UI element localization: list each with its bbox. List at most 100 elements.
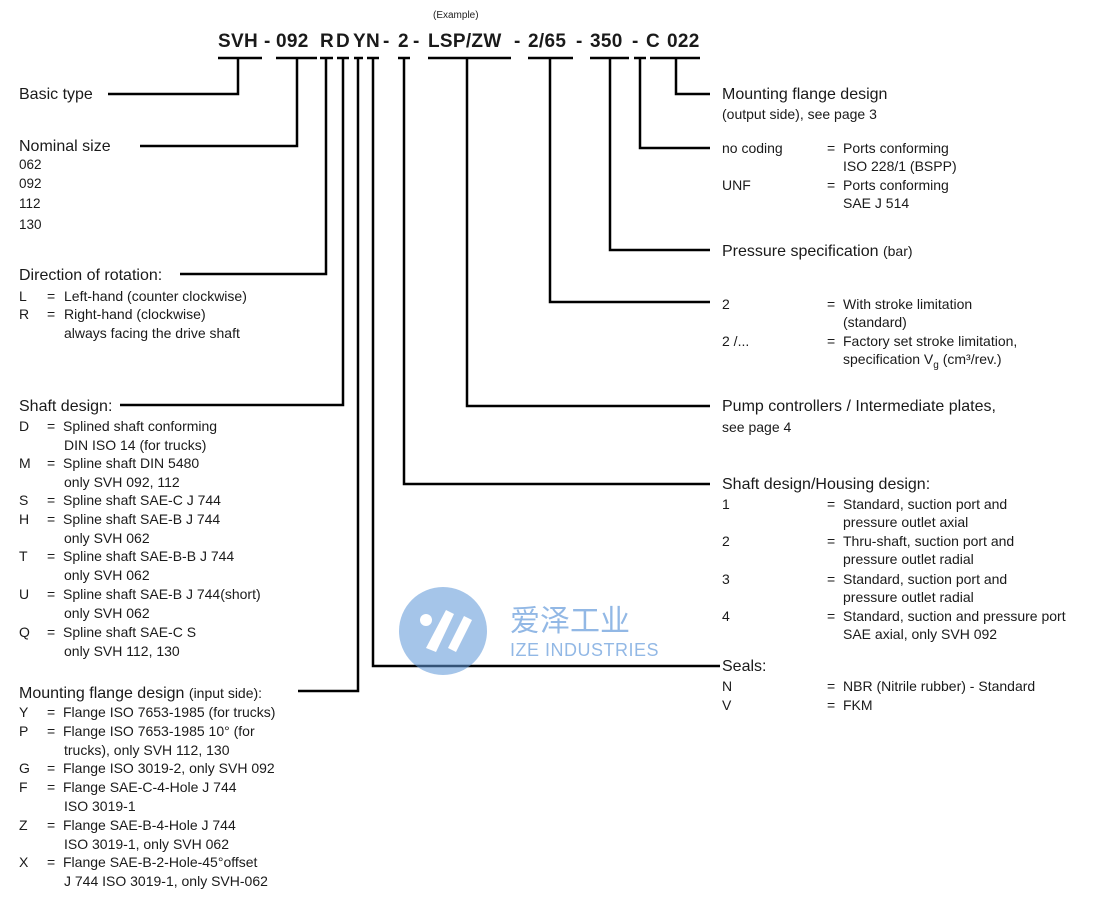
item-desc: Flange SAE-C-4-Hole J 744 (63, 779, 237, 795)
item-code: 1 (722, 496, 730, 512)
item-eq: = (827, 177, 836, 193)
item-desc: Spline shaft SAE-C J 744 (63, 492, 221, 508)
code-seal: N (366, 31, 381, 52)
item-eq: = (47, 492, 56, 508)
flange-out-title: Mounting flange design (722, 86, 888, 103)
connector-shaft (120, 58, 345, 407)
watermark-logo-icon (399, 587, 487, 675)
code-svh: SVH (218, 31, 258, 52)
item-desc2: ISO 3019-1 (64, 798, 136, 814)
item-eq: = (47, 854, 56, 870)
item-desc2: ISO 228/1 (BSPP) (843, 158, 957, 174)
item-code: T (19, 548, 28, 564)
item-desc: Flange ISO 7653-1985 (for trucks) (63, 704, 276, 720)
item-code: R (19, 306, 30, 322)
item-eq: = (827, 496, 836, 512)
item-desc: Factory set stroke limitation, (843, 333, 1018, 349)
flange-out-line2: (output side), see page 3 (722, 106, 877, 122)
item-code: 4 (722, 608, 730, 624)
item-code: G (19, 760, 30, 776)
item-desc2: only SVH 062 (64, 605, 150, 621)
item-code: 3 (722, 571, 730, 587)
connector-stroke (548, 58, 710, 304)
spec-subscript: g (933, 359, 939, 371)
item-desc: Spline shaft SAE-B J 744 (63, 511, 221, 527)
code-controller: LSP/ZW (428, 31, 502, 52)
code-rotation: R (320, 31, 335, 52)
nominal-size-value: 062 (19, 157, 42, 172)
item-code: no coding (722, 140, 783, 156)
code-size: 092 (276, 31, 309, 52)
connector-pressure (608, 58, 710, 252)
watermark: 爱泽工业 IZE INDUSTRIES (398, 587, 678, 675)
connector-coding (638, 58, 710, 150)
seals-title: Seals: (722, 658, 767, 675)
connector-controllers (465, 58, 710, 408)
item-desc: Splined shaft conforming (63, 418, 218, 434)
item-code: M (19, 455, 31, 471)
connector-housing (402, 58, 710, 486)
item-code: 2 (722, 296, 730, 312)
item-desc: Left-hand (counter clockwise) (64, 288, 247, 304)
item-desc: FKM (843, 697, 873, 713)
item-code: N (722, 678, 733, 694)
item-code: Q (19, 624, 30, 640)
item-eq: = (47, 455, 56, 471)
item-code: X (19, 854, 29, 870)
nominal-size-value: 112 (19, 196, 41, 211)
item-code: F (19, 779, 28, 795)
item-code: Y (19, 704, 29, 720)
item-eq: = (827, 296, 836, 312)
item-desc2: pressure outlet axial (843, 514, 969, 530)
connector-seals (371, 58, 720, 668)
item-desc2: pressure outlet radial (843, 551, 974, 567)
item-eq: = (827, 608, 836, 624)
item-eq: = (47, 511, 56, 527)
item-desc2: J 744 ISO 3019-1, only SVH-062 (64, 873, 268, 889)
item-code: 2 (722, 533, 730, 549)
pressure-title-main: Pressure specification (722, 243, 879, 260)
shaft-title: Shaft design: (19, 398, 113, 415)
item-code: D (19, 418, 30, 434)
item-eq: = (827, 140, 836, 156)
item-desc: Right-hand (clockwise) (64, 306, 206, 322)
item-desc2: (standard) (843, 314, 907, 330)
item-code: S (19, 492, 29, 508)
item-code: 2 /... (722, 333, 750, 349)
rotation-title: Direction of rotation: (19, 267, 163, 284)
item-desc2: specification Vg (cm³/rev.) (843, 350, 1002, 375)
nominal-size-value: 130 (19, 217, 42, 232)
item-code: UNF (722, 177, 751, 193)
item-desc: Ports conforming (843, 140, 949, 156)
code-stroke: 2/65 (528, 31, 567, 52)
item-desc: Spline shaft SAE-C S (63, 624, 197, 640)
code-pressure: 350 (590, 31, 623, 52)
item-eq: = (47, 779, 56, 795)
code-dash: - (632, 31, 639, 52)
flange-in-title-suffix: (input side): (188, 685, 263, 701)
item-desc2: only SVH 092, 112 (64, 474, 180, 490)
item-desc: Flange SAE-B-4-Hole J 744 (63, 817, 236, 833)
pressure-title: Pressure specification (bar) (722, 241, 913, 262)
item-code: H (19, 511, 30, 527)
item-eq: = (47, 586, 56, 602)
rotation-note: always facing the drive shaft (64, 325, 240, 341)
item-code: Z (19, 817, 28, 833)
item-desc2: only SVH 062 (64, 567, 150, 583)
spec-unit: (cm³/rev.) (938, 351, 1002, 367)
code-flange-out: 022 (667, 31, 700, 52)
item-desc2: ISO 3019-1, only SVH 062 (64, 836, 229, 852)
controllers-line2: see page 4 (722, 419, 792, 435)
item-eq: = (47, 723, 56, 739)
item-eq: = (47, 418, 56, 434)
item-desc: Spline shaft DIN 5480 (63, 455, 200, 471)
flange-in-title: Mounting flange design (input side): (19, 683, 262, 704)
item-desc2: pressure outlet radial (843, 589, 974, 605)
item-desc: Flange ISO 3019-2, only SVH 092 (63, 760, 275, 776)
code-coding: C (646, 31, 661, 52)
item-desc: Thru-shaft, suction port and (843, 533, 1015, 549)
nominal-size-title: Nominal size (19, 138, 111, 155)
item-desc2: trucks), only SVH 112, 130 (64, 742, 230, 758)
code-dash: - (514, 31, 521, 52)
basic-type-label: Basic type (19, 86, 93, 103)
